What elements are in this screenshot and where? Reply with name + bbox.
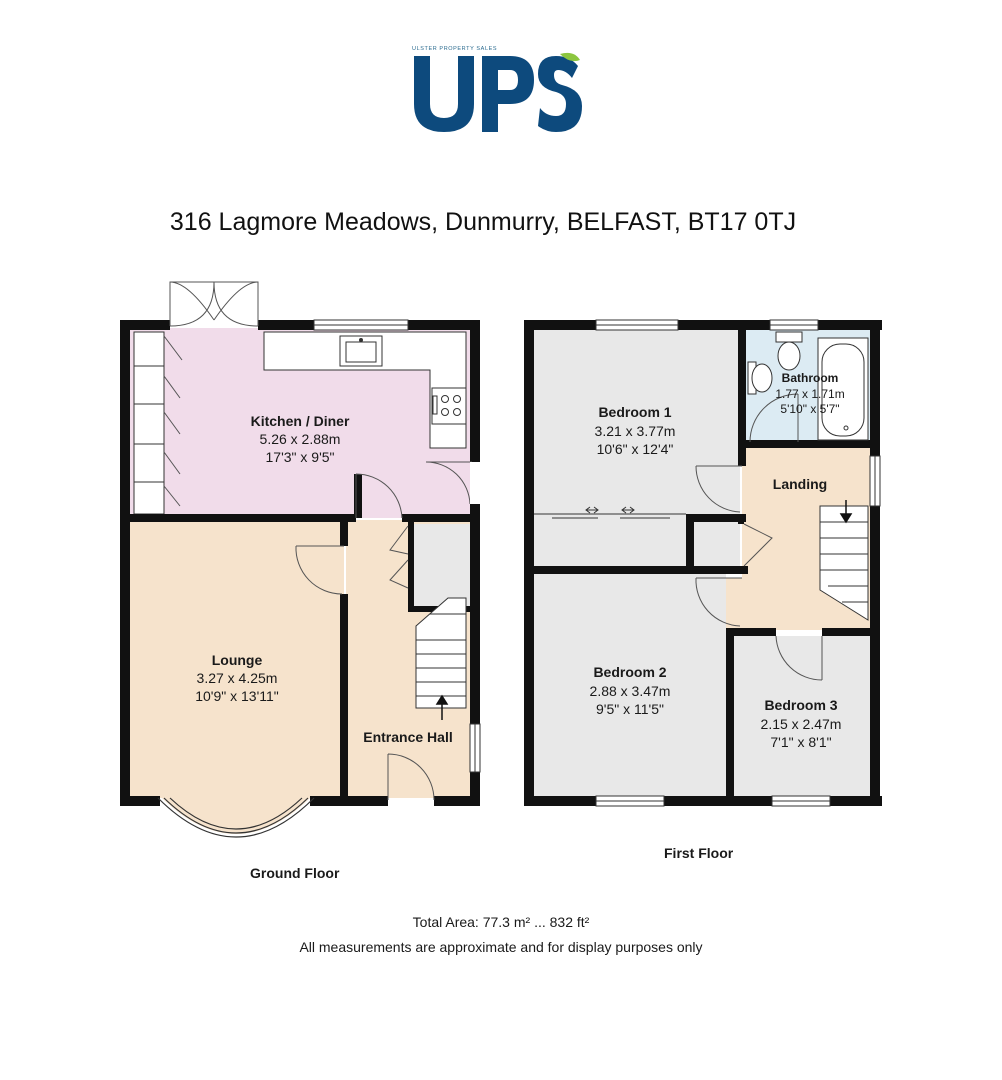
bedroom2-fill: [534, 574, 726, 796]
kitchen-side-door: [425, 461, 480, 505]
disclaimer: All measurements are approximate and for…: [299, 939, 703, 955]
total-area: Total Area: 77.3 m² ... 832 ft²: [412, 914, 590, 930]
unit-door-swings: [163, 335, 183, 507]
first-stairs: [819, 505, 869, 621]
bedroom3-fill: [734, 636, 870, 796]
logo-tagline: ULSTER PROPERTY SALES: [412, 46, 498, 52]
bedroom3-imperial: 7'1" x 8'1": [770, 734, 831, 750]
bath-icon: [817, 337, 869, 441]
landing-name: Landing: [773, 476, 827, 492]
first-floor-walls: [524, 320, 882, 806]
bedroom1-door: [695, 465, 742, 513]
lounge-bay-window: [157, 797, 315, 838]
lounge-metric: 3.27 x 4.25m: [197, 670, 278, 686]
ground-stairs: [415, 597, 467, 709]
bedroom3-name: Bedroom 3: [764, 697, 837, 713]
under-stairs-cupboard: [412, 524, 470, 612]
toilet-icon: [775, 331, 803, 371]
bedroom2-name: Bedroom 2: [593, 664, 666, 680]
bedroom1-wardrobe: [534, 506, 686, 519]
kitchen-name: Kitchen / Diner: [251, 413, 350, 429]
bedroom1-metric: 3.21 x 3.77m: [595, 423, 676, 439]
kitchen-hall-door: [355, 473, 403, 519]
lounge-imperial: 10'9" x 13'11": [195, 688, 279, 704]
kitchen-metric: 5.26 x 2.88m: [260, 431, 341, 447]
bedroom2-imperial: 9'5" x 11'5": [596, 701, 664, 717]
landing-cupboard: [694, 522, 740, 566]
kitchen-window: [313, 319, 409, 331]
company-logo: [410, 52, 582, 134]
ground-stairs-arrow: [435, 694, 449, 720]
first-stairs-arrow: [839, 500, 853, 524]
bay-window-fill: [162, 798, 310, 834]
hall-window: [469, 723, 481, 773]
kitchen-counters: [133, 331, 467, 515]
bedroom2-metric: 2.88 x 3.47m: [590, 683, 671, 699]
ground-floor-label: Ground Floor: [250, 865, 340, 881]
ground-floor-plan: Kitchen / Diner 5.26 x 2.88m 17'3" x 9'5…: [120, 281, 481, 838]
bathroom-name: Bathroom: [782, 371, 839, 385]
hob-icon: [431, 387, 467, 425]
property-address: 316 Lagmore Meadows, Dunmurry, BELFAST, …: [169, 208, 797, 236]
first-floor-label: First Floor: [664, 845, 734, 861]
hall-name: Entrance Hall: [363, 729, 452, 745]
bathroom-imperial: 5'10" x 5'7": [780, 402, 839, 416]
kitchen-imperial: 17'3" x 9'5": [266, 449, 335, 465]
kitchen-sink-icon: [339, 335, 383, 367]
bathroom-door: [749, 393, 799, 443]
front-door: [387, 753, 435, 801]
bedroom3-door: [775, 635, 823, 681]
landing-cupboard-door: [743, 523, 773, 567]
basin-icon: [747, 361, 773, 395]
bathroom-metric: 1.77 x 1.71m: [775, 387, 844, 401]
cupboard-doors: [389, 525, 409, 589]
bedroom3-metric: 2.15 x 2.47m: [761, 716, 842, 732]
bedroom1-imperial: 10'6" x 12'4": [597, 441, 674, 457]
bedroom2-door: [695, 577, 742, 627]
lounge-fill: [130, 520, 344, 798]
patio-doors: [169, 281, 259, 327]
bedroom1-name: Bedroom 1: [598, 404, 671, 420]
first-floor-windows: [595, 319, 881, 807]
lounge-name: Lounge: [212, 652, 263, 668]
lounge-door: [295, 545, 344, 595]
logo-wordmark-graphic: [414, 52, 582, 132]
first-floor-plan: Bedroom 1 3.21 x 3.77m 10'6" x 12'4" Bat…: [524, 319, 882, 807]
